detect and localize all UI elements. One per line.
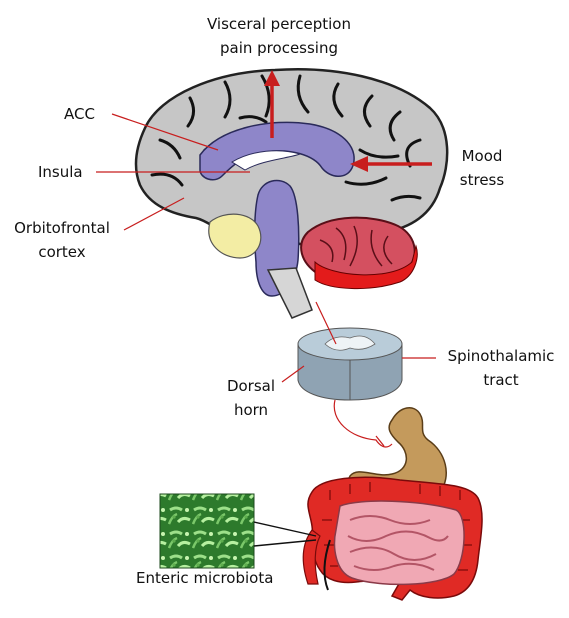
mood-label-line2: stress bbox=[446, 170, 518, 190]
small-intestine bbox=[335, 501, 465, 584]
spinothalamic-label-line1: Spinothalamic bbox=[438, 346, 564, 366]
insula-label: Insula bbox=[38, 162, 83, 182]
mood-label-line1: Mood bbox=[446, 146, 518, 166]
spinal-cord bbox=[298, 328, 402, 400]
cord-gut-link bbox=[334, 400, 392, 447]
visceral-label-line1: Visceral perception bbox=[184, 14, 374, 34]
orbitofrontal-label-line1: Orbitofrontal bbox=[0, 218, 124, 238]
yellow-region bbox=[209, 214, 261, 258]
acc-label: ACC bbox=[64, 104, 95, 124]
mood-stress-label: Mood stress bbox=[446, 146, 518, 190]
orbitofrontal-label-line2: cortex bbox=[0, 242, 124, 262]
microbiota-label: Enteric microbiota bbox=[136, 568, 273, 588]
spinothalamic-label: Spinothalamic tract bbox=[438, 346, 564, 390]
dorsal-label-line1: Dorsal bbox=[206, 376, 296, 396]
brain bbox=[136, 69, 447, 318]
dorsal-horn-label: Dorsal horn bbox=[206, 376, 296, 420]
visceral-label-line2: pain processing bbox=[184, 38, 374, 58]
visceral-perception-label: Visceral perception pain processing bbox=[184, 14, 374, 58]
dorsal-label-line2: horn bbox=[206, 400, 296, 420]
microbiota-image bbox=[160, 494, 254, 568]
orbitofrontal-label: Orbitofrontal cortex bbox=[0, 218, 124, 262]
spinothalamic-label-line2: tract bbox=[438, 370, 564, 390]
